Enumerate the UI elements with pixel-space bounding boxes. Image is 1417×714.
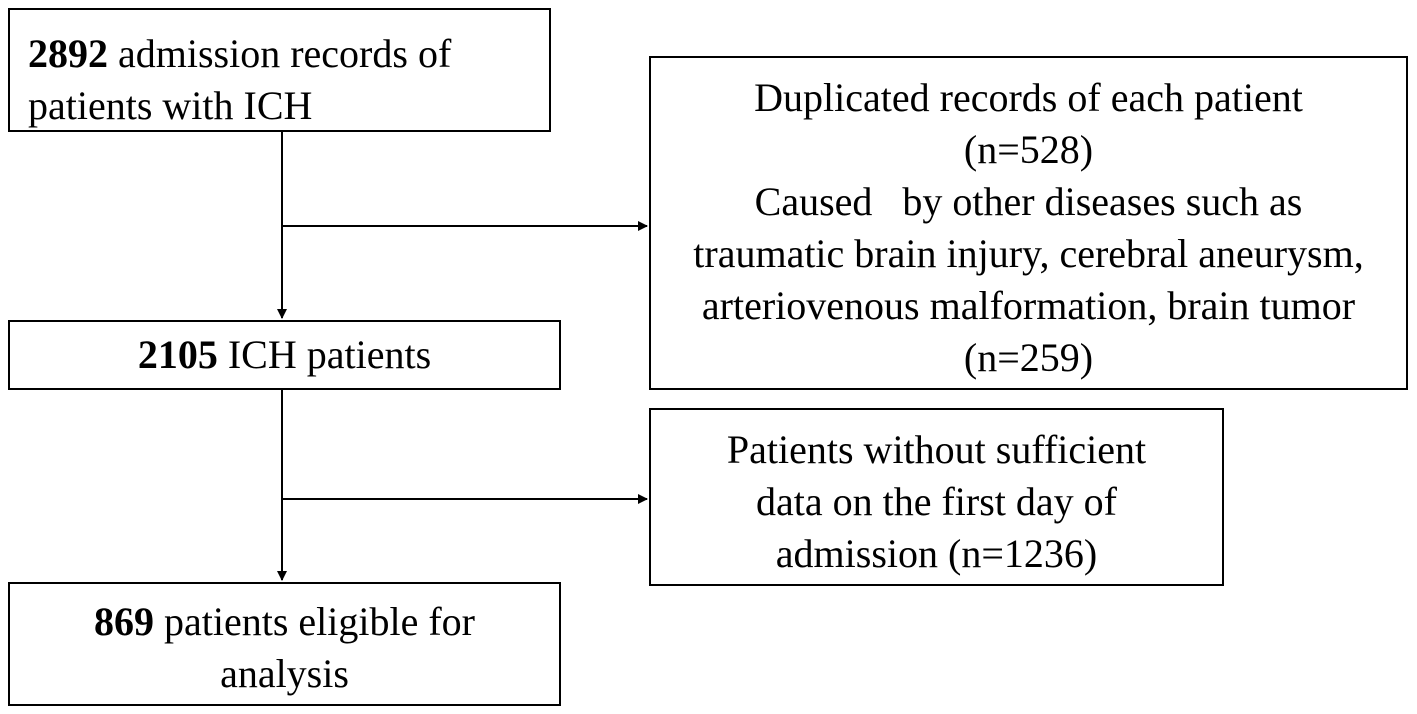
- exclusion1-line: Duplicated records of each patient: [754, 75, 1303, 120]
- exclusion1-line: traumatic brain injury, cerebral aneurys…: [693, 231, 1364, 276]
- admission-text: admission records of: [108, 31, 452, 76]
- node-admission-records-line1: 2892 admission records of: [28, 28, 549, 80]
- exclusion1-line: arteriovenous malformation, brain tumor: [701, 283, 1356, 328]
- exclusion2-line: data on the first day of: [756, 479, 1117, 524]
- eligible-text: patients eligible for: [153, 599, 475, 644]
- exclusion1-line: (n=528): [963, 127, 1094, 172]
- admission-count: 2892: [28, 31, 108, 76]
- node-ich-patients: 2105 ICH patients: [8, 320, 561, 390]
- ich-text: ICH patients: [217, 332, 432, 377]
- ich-count: 2105: [137, 332, 218, 377]
- node-eligible-line2: analysis: [220, 651, 349, 696]
- exclusion2-line: admission (n=1236): [775, 531, 1098, 576]
- node-eligible-patients: 869 patients eligible for analysis: [8, 582, 561, 706]
- node-admission-records-line2: patients with ICH: [28, 83, 313, 128]
- node-exclusion-duplicates-other-diseases: Duplicated records of each patient (n=52…: [649, 56, 1408, 390]
- exclusion1-line: (n=259): [963, 335, 1094, 380]
- node-admission-records: 2892 admission records of patients with …: [8, 8, 551, 132]
- node-eligible-line1: 869 patients eligible for: [10, 596, 559, 648]
- node-ich-patients-text: 2105 ICH patients: [138, 329, 431, 381]
- exclusion1-line: Caused by other diseases such as: [754, 179, 1303, 224]
- node-exclusion-insufficient-data: Patients without sufficient data on the …: [649, 408, 1224, 586]
- exclusion2-line: Patients without sufficient: [726, 427, 1147, 472]
- eligible-count: 869: [93, 599, 154, 644]
